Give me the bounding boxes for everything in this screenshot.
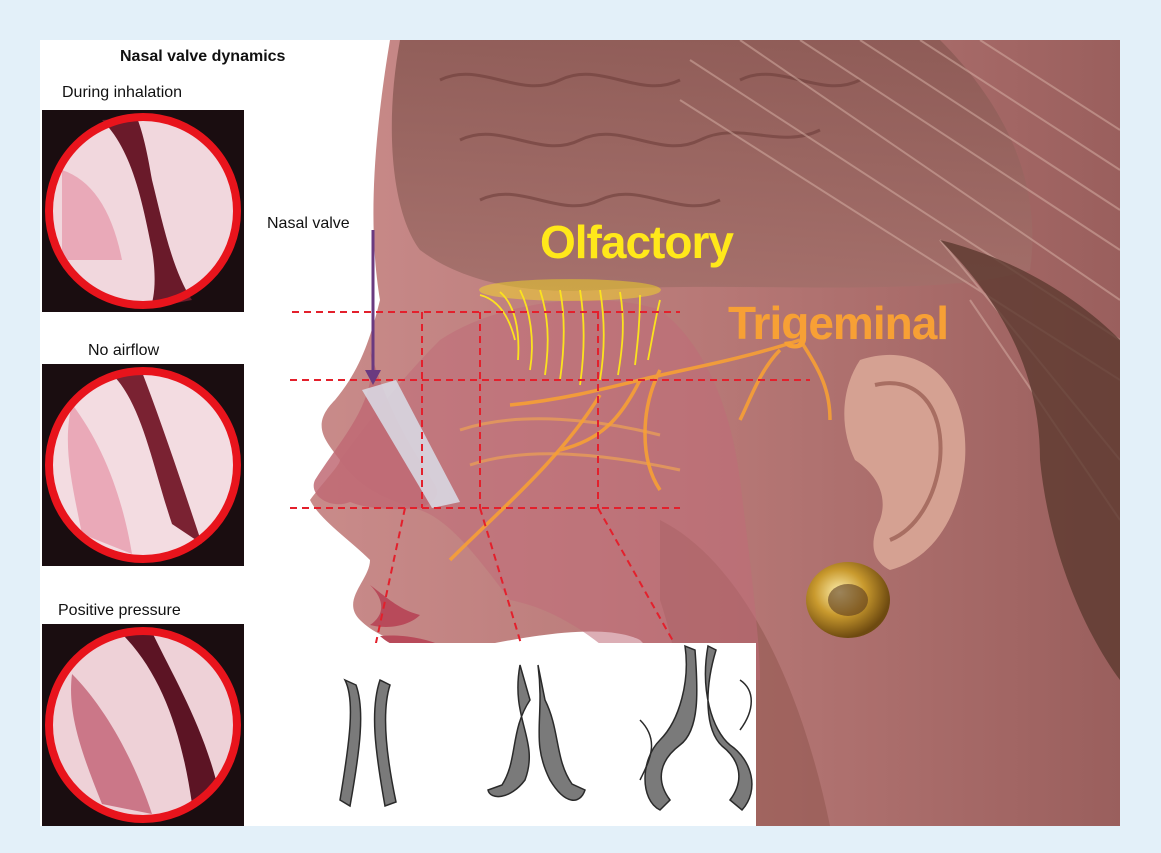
trigeminal-label: Trigeminal [728, 296, 948, 350]
panel-label-inhalation: During inhalation [62, 84, 182, 102]
nasal-valve-label: Nasal valve [267, 215, 350, 233]
olfactory-label: Olfactory [540, 215, 733, 269]
figure-panel: Nasal valve dynamics During inhalation N… [40, 40, 1120, 826]
panel-label-positive-pressure: Positive pressure [58, 602, 181, 620]
figure-title: Nasal valve dynamics [120, 48, 285, 66]
endoscope-view-no-airflow [42, 364, 244, 566]
panel-label-no-airflow: No airflow [88, 342, 159, 360]
endoscope-view-positive-pressure [42, 624, 244, 826]
earring [806, 562, 890, 638]
endoscope-view-inhalation [42, 110, 244, 312]
